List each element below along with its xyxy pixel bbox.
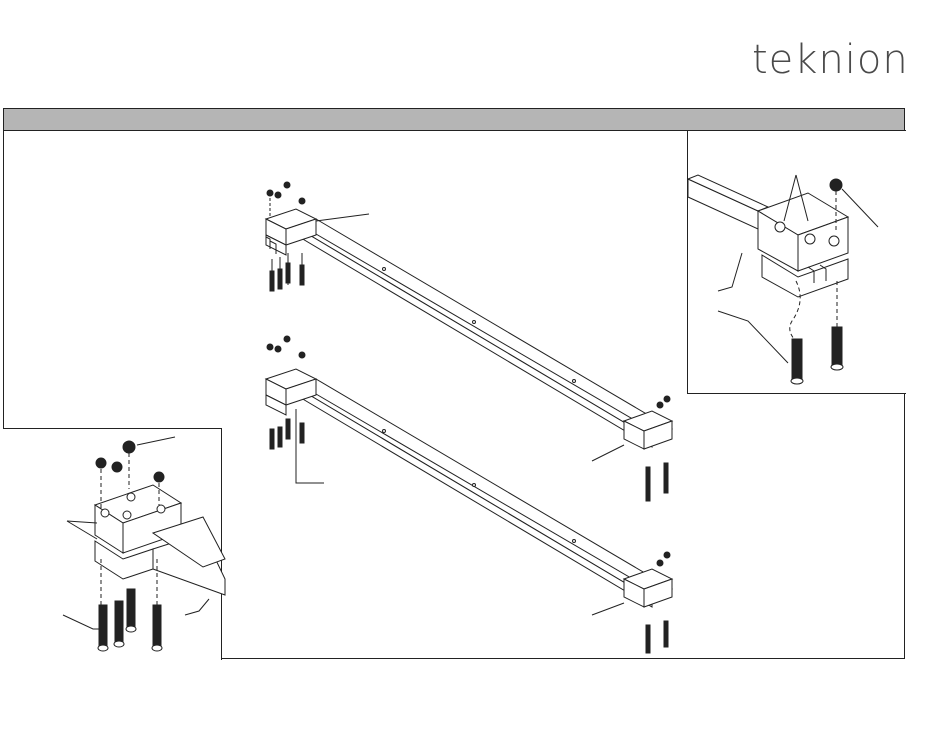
teknion-logo: teknion	[752, 36, 912, 84]
upper-bolts	[270, 253, 304, 291]
upper-left-bracket	[266, 209, 316, 255]
detail-view-left	[3, 428, 222, 660]
instruction-frame	[3, 108, 905, 659]
detail-view-right	[687, 130, 906, 394]
lower-left-bracket	[266, 369, 316, 415]
